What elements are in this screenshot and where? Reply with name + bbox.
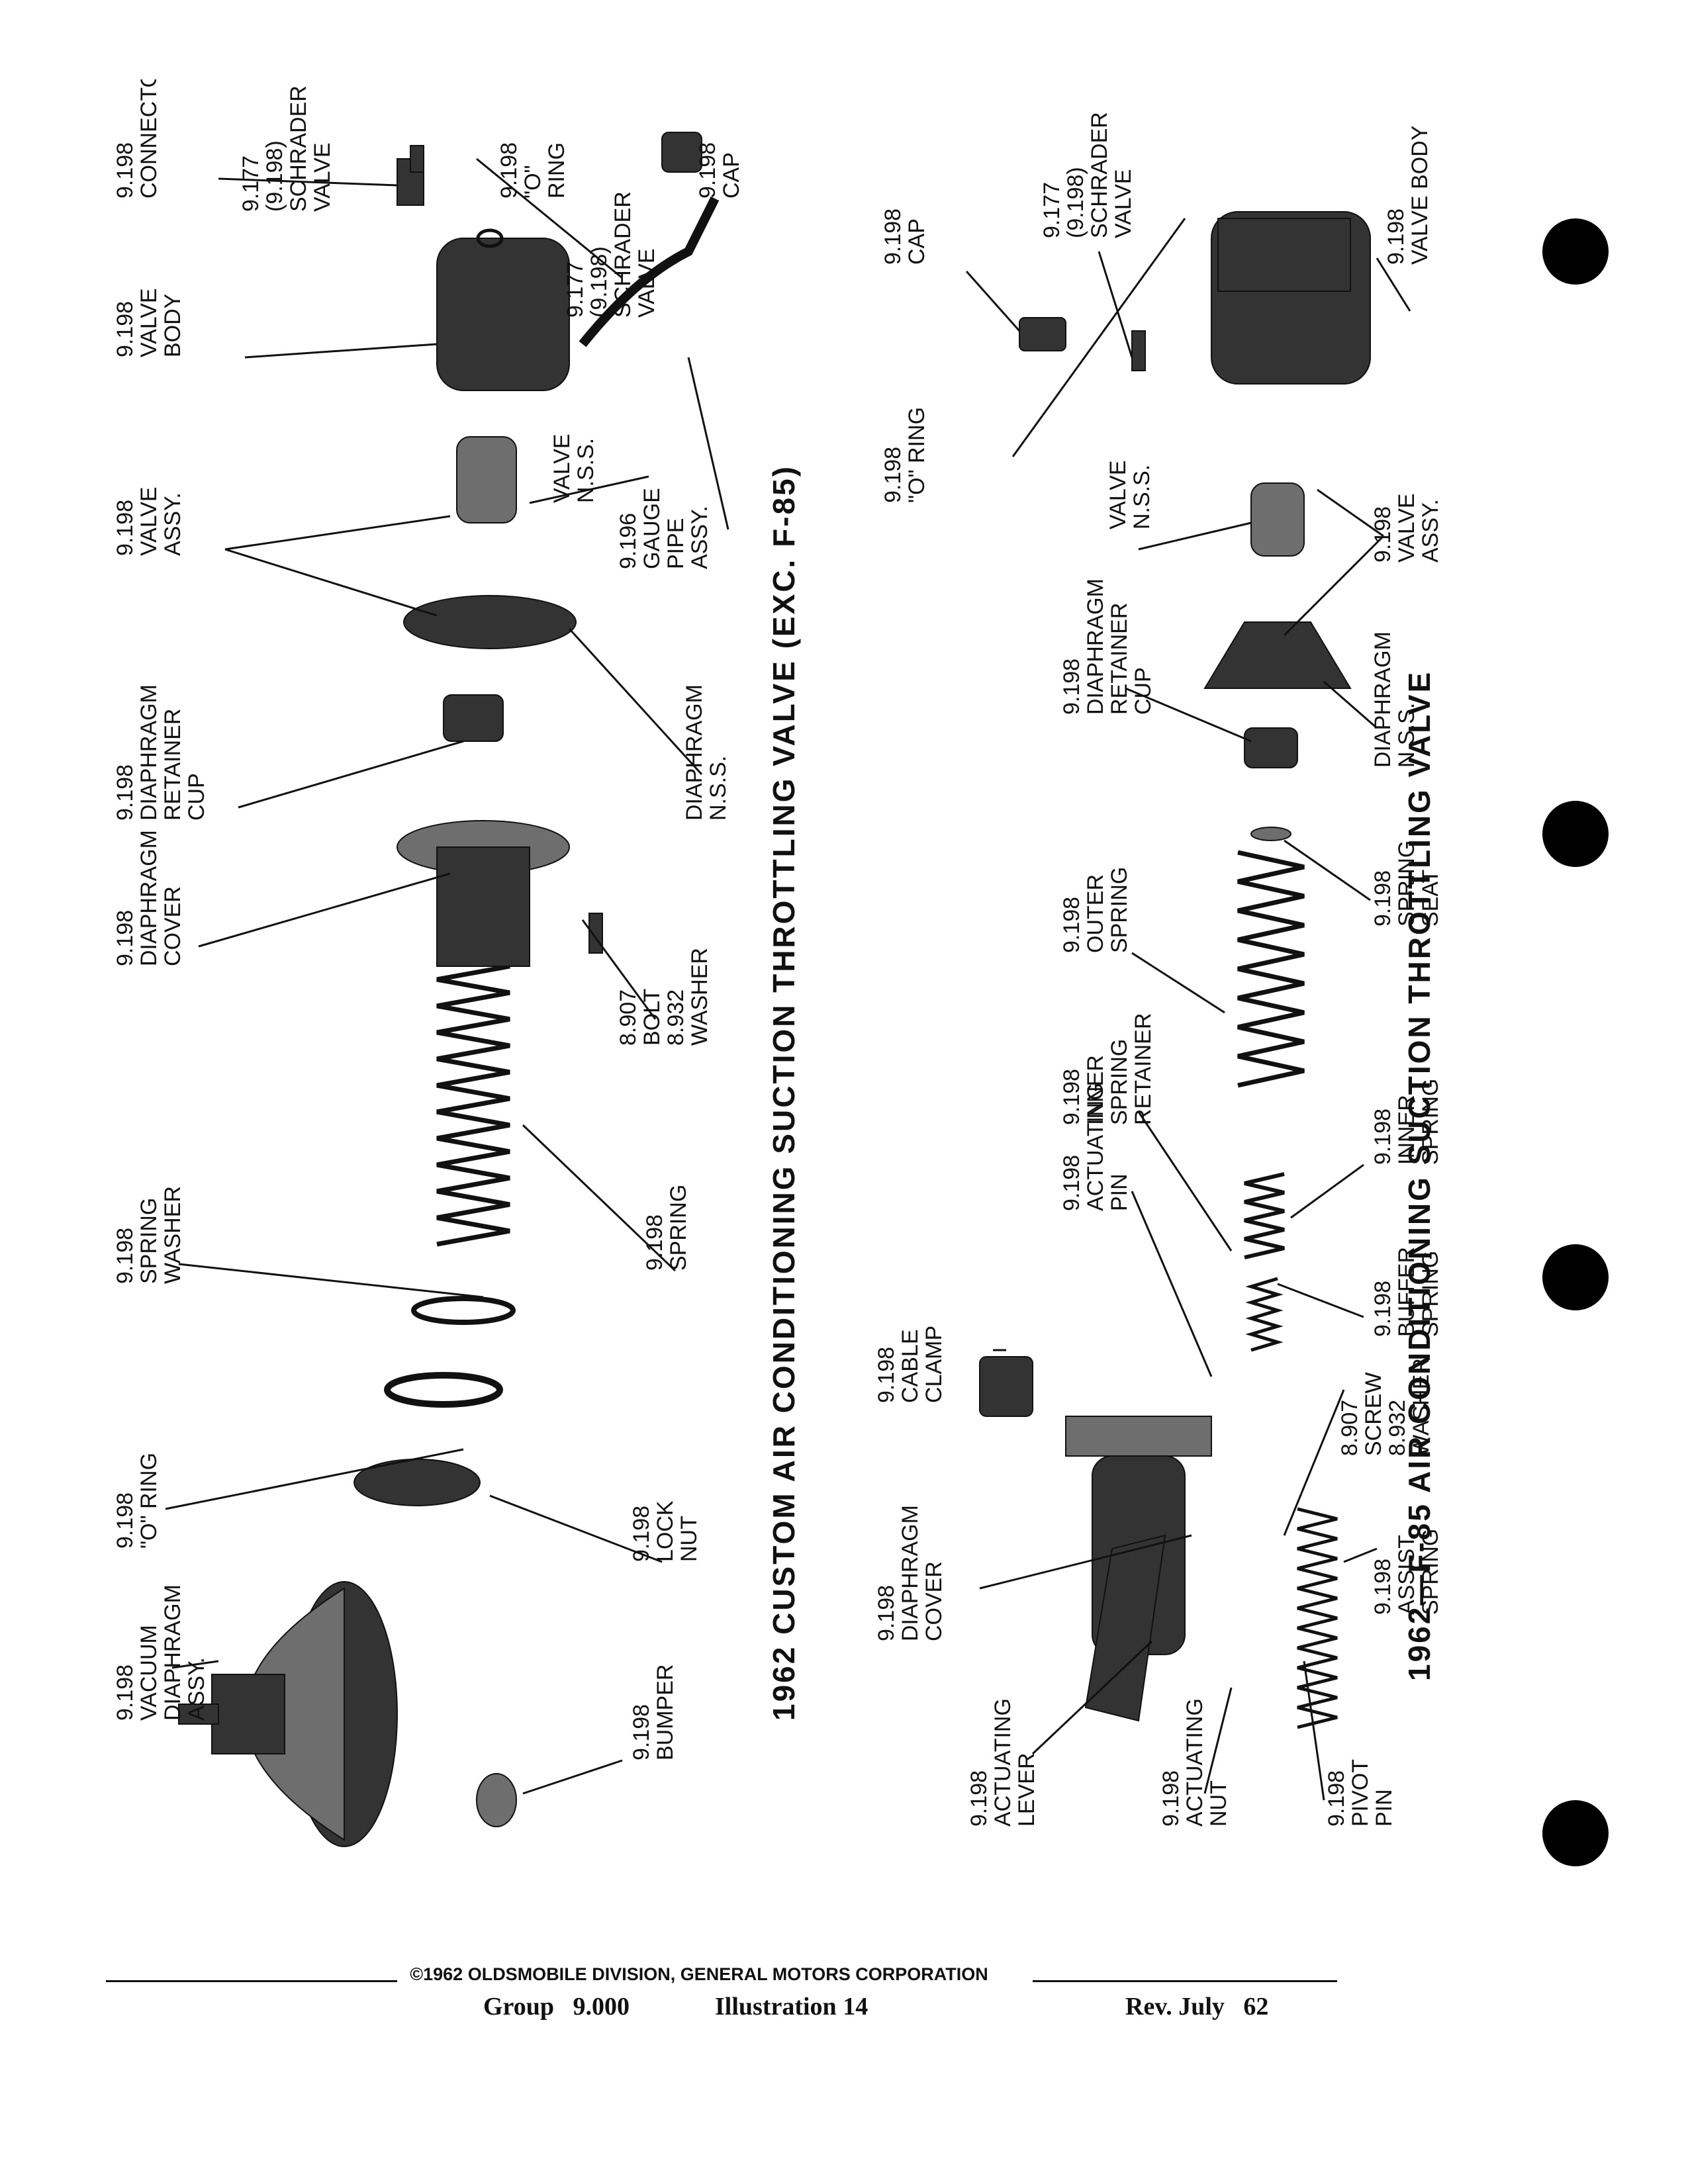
- label-f85-valve-body: 9.198 VALVE BODY: [1383, 126, 1432, 265]
- label-o-ring-2: 9.198 "O" RING: [496, 136, 569, 199]
- label-valve-body: 9.198 VALVE BODY: [113, 282, 185, 357]
- label-f85-diaphragm-cover: 9.198 DIAPHRAGM COVER: [874, 1499, 947, 1641]
- o-ring-part: [384, 1372, 503, 1408]
- f85-inner-spring-part: [1244, 1172, 1285, 1259]
- vacuum-diaphragm-part: [178, 1581, 398, 1847]
- label-bolt-washer: 8.907 BOLT 8.932 WASHER: [616, 948, 712, 1046]
- f85-valve-body-part: [1211, 211, 1371, 385]
- label-bumper: 9.198 BUMPER: [629, 1664, 678, 1760]
- label-f85-buffer-spring: 9.198 BUFFER SPRING: [1370, 1241, 1443, 1337]
- lower-diagram-title: 1962—F-85 AIR CONDITIONING SUCTION THROT…: [1402, 670, 1436, 1681]
- f85-retainer-cup-part: [1244, 727, 1298, 768]
- label-f85-valve-nss: VALVE N.S.S.: [1105, 454, 1154, 529]
- label-f85-retainer-cup: 9.198 DIAPHRAGM RETAINER CUP: [1059, 572, 1156, 715]
- label-retainer-cup: 9.198 DIAPHRAGM RETAINER CUP: [113, 678, 209, 821]
- upper-diagram-title: 1962 CUSTOM AIR CONDITIONING SUCTION THR…: [767, 465, 801, 1721]
- label-f85-o-ring: 9.198 "O" RING: [880, 407, 929, 503]
- diaphragm-cover-part: [397, 820, 603, 967]
- valve-body-part: [436, 196, 720, 391]
- label-gauge-pipe: 9.196 GAUGE PIPE ASSY.: [616, 482, 712, 569]
- label-valve-nss: VALVE N.S.S.: [549, 428, 598, 503]
- bumper-part: [476, 1773, 517, 1827]
- label-schrader-1: 9.177 (9.198) SCHRADER VALVE: [238, 79, 335, 212]
- label-o-ring: 9.198 "O" RING: [113, 1453, 162, 1549]
- label-f85-actuating-lever: 9.198 ACTUATING LEVER: [966, 1692, 1039, 1827]
- label-f85-inner-spring: 9.198 INNER SPRING: [1370, 1079, 1443, 1165]
- label-diaphragm-cover: 9.198 DIAPHRAGM COVER: [113, 824, 185, 966]
- label-spring: 9.198 SPRING: [642, 1185, 691, 1271]
- spring-part: [436, 911, 510, 1247]
- footer-illustration-number: Illustration 14: [715, 1993, 868, 2021]
- label-f85-cap: 9.198 CAP: [880, 202, 929, 265]
- label-f85-actuating-pin: 9.198 ACTUATING PIN: [1059, 1077, 1132, 1211]
- f85-diaphragm-cover-part: [1065, 1416, 1212, 1655]
- diaphragm-part: [403, 595, 577, 649]
- footer-rule: [106, 1972, 1337, 1989]
- f85-outer-spring-part: [1237, 850, 1305, 1088]
- label-vacuum-diaphragm: 9.198 VACUUM DIAPHRAGM ASSY.: [113, 1578, 209, 1721]
- retainer-cup-part: [443, 694, 504, 742]
- connector-part: [397, 145, 424, 206]
- label-f85-inner-spring-retainer: 9.198 INNER SPRING RETAINER: [1059, 1013, 1156, 1125]
- footer-group-number: Group 9.000: [483, 1993, 630, 2021]
- label-f85-valve-assy: 9.198 VALVE ASSY.: [1370, 487, 1443, 563]
- label-f85-spring-seat: 9.198 SPRING SEAT: [1370, 834, 1443, 927]
- f85-diaphragm-part: [1203, 621, 1352, 689]
- label-f85-actuating-nut: 9.198 ACTUATING NUT: [1158, 1692, 1231, 1827]
- f85-cable-clamp-part: [979, 1356, 1033, 1417]
- f85-assist-spring-part: [1297, 1507, 1338, 1729]
- o-ring-2-part: [476, 228, 504, 248]
- copyright-notice: ©1962 OLDSMOBILE DIVISION, GENERAL MOTOR…: [397, 1964, 1001, 1985]
- lock-nut-part: [353, 1459, 481, 1506]
- label-spring-washer: 9.198 SPRING WASHER: [113, 1186, 185, 1284]
- label-f85-outer-spring: 9.198 OUTER SPRING: [1059, 867, 1132, 953]
- upper-leader-lines: [165, 158, 729, 1795]
- binder-hole-lower-middle: [1542, 1244, 1609, 1310]
- footer-revision-date: Rev. July 62: [1125, 1993, 1269, 2021]
- cap-part: [661, 132, 702, 173]
- label-f85-pivot-pin: 9.198 PIVOT PIN: [1324, 1753, 1397, 1827]
- label-lock-nut: 9.198 LOCK NUT: [629, 1494, 702, 1562]
- label-cap: 9.198 CAP: [695, 136, 744, 199]
- label-connector: 9.198 CONNECTOR: [113, 79, 162, 199]
- label-valve-assy: 9.198 VALVE ASSY.: [113, 480, 185, 556]
- label-f85-assist-spring: 9.198 ASSIST SPRING: [1370, 1529, 1443, 1615]
- label-diaphragm-nss: DIAPHRAGM N.S.S.: [682, 678, 731, 821]
- label-f85-screw-washer: 8.907 SCREW 8.932 WASHER: [1337, 1358, 1434, 1456]
- binder-hole-top: [1542, 218, 1609, 285]
- label-schrader-2: 9.177 (9.198) SCHRADER VALVE: [563, 185, 659, 318]
- label-f85-cable-clamp: 9.198 CABLE CLAMP: [874, 1323, 947, 1403]
- label-f85-diaphragm-nss: DIAPHRAGM N.S.S.: [1370, 625, 1419, 768]
- lower-diagram: 9.198 ACTUATING LEVER 9.198 ACTUATING NU…: [874, 106, 1443, 1827]
- f85-spring-seat-part: [1250, 827, 1291, 841]
- f85-buffer-spring-part: [1245, 1277, 1284, 1352]
- binder-hole-upper-middle: [1542, 801, 1609, 867]
- spring-washer-part: [411, 1296, 516, 1325]
- exploded-parts-diagram: 9.198 VACUUM DIAPHRAGM ASSY. 9.198 BUMPE…: [66, 79, 1443, 1880]
- valve-part: [456, 436, 517, 523]
- f85-cap-part: [1019, 317, 1066, 351]
- f85-valve-part: [1250, 482, 1305, 557]
- label-f85-schrader: 9.177 (9.198) SCHRADER VALVE: [1039, 106, 1136, 238]
- f85-actuating-lever-part: [1084, 1534, 1166, 1722]
- lower-leader-lines: [965, 218, 1411, 1801]
- binder-hole-bottom: [1542, 1800, 1609, 1866]
- upper-diagram: 9.198 VACUUM DIAPHRAGM ASSY. 9.198 BUMPE…: [113, 79, 801, 1847]
- f85-schrader-part: [1131, 330, 1146, 371]
